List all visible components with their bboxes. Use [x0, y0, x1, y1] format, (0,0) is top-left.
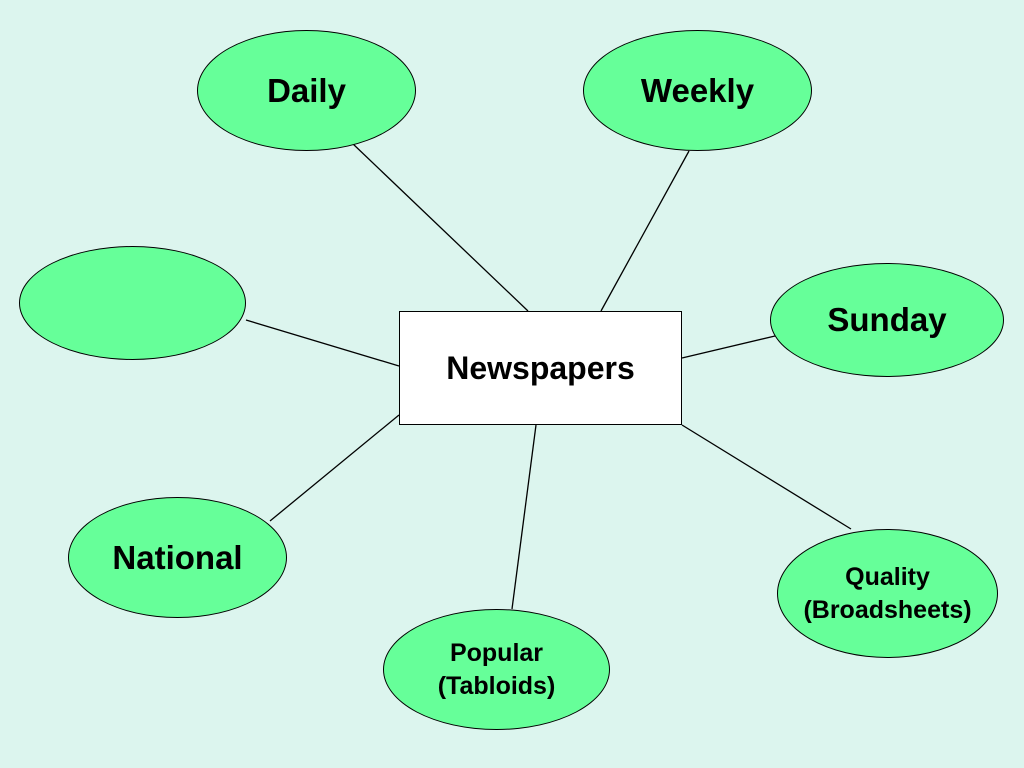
node-national: National	[68, 497, 287, 618]
node-sunday-label: Sunday	[827, 301, 947, 338]
node-popular-line1: Popular	[449, 638, 544, 667]
node-popular-text: Popular (Tabloids)	[438, 637, 556, 703]
node-quality-line2: (Broadsheets)	[803, 595, 972, 624]
connector-national	[269, 414, 400, 522]
node-weekly: Weekly	[583, 30, 812, 151]
connector-weekly	[600, 150, 690, 312]
node-popular-line2: (Tabloids)	[437, 671, 556, 700]
node-quality-line1: Quality	[845, 562, 930, 591]
connector-popular	[511, 424, 537, 610]
node-weekly-label: Weekly	[640, 71, 755, 109]
node-blank	[19, 246, 246, 360]
center-node-newspapers: Newspapers	[399, 311, 682, 425]
node-national-label: National	[112, 538, 243, 576]
connector-daily	[351, 142, 529, 312]
node-daily-label: Daily	[267, 71, 346, 109]
connector-quality	[681, 424, 852, 530]
node-daily: Daily	[197, 30, 416, 151]
node-sunday: Sunday	[770, 263, 1004, 377]
connector-blank	[245, 319, 400, 367]
connector-sunday	[681, 335, 776, 359]
center-node-label: Newspapers	[446, 349, 635, 386]
node-quality: Quality (Broadsheets)	[777, 529, 998, 658]
node-popular: Popular (Tabloids)	[383, 609, 610, 730]
node-quality-text: Quality (Broadsheets)	[803, 561, 971, 627]
